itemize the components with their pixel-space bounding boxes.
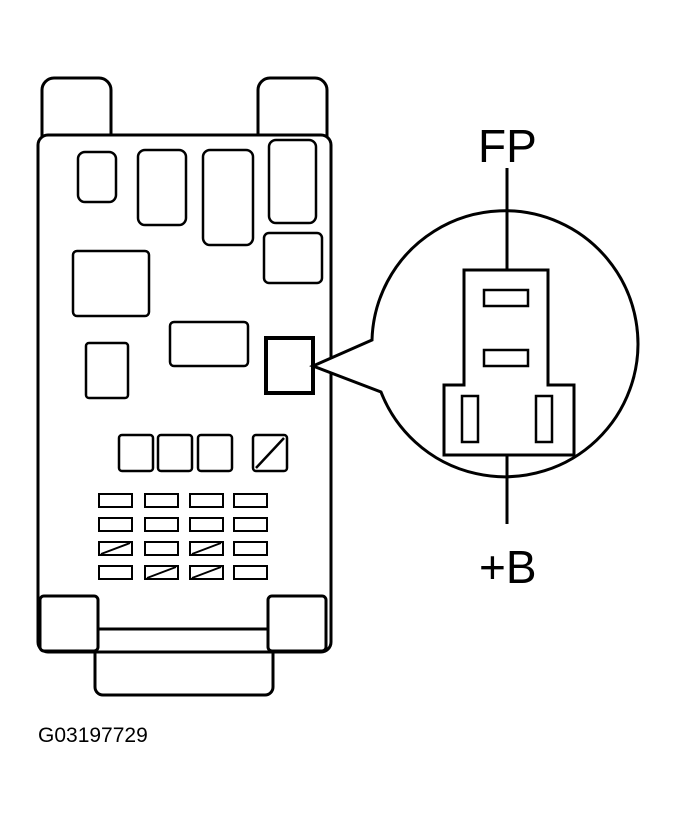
relay-slot — [267, 138, 318, 225]
relay-slot — [168, 320, 250, 368]
fuse-grid-slashes — [100, 542, 222, 579]
fuse-slot — [196, 433, 234, 473]
bottom-right-tab — [266, 594, 328, 653]
b-terminal — [482, 348, 530, 368]
relay-slot — [136, 148, 188, 227]
fuse-slot — [156, 433, 194, 473]
right-terminal — [534, 394, 554, 444]
relay-slot — [71, 249, 151, 318]
fp-terminal — [482, 288, 530, 308]
highlighted-relay — [264, 336, 315, 395]
b-label: +B — [479, 541, 537, 593]
bottom-left-tab — [38, 594, 100, 653]
fp-label: FP — [478, 120, 537, 172]
relay-slot — [262, 231, 324, 285]
figure-code: G03197729 — [38, 724, 148, 747]
relay-slot — [84, 341, 130, 400]
relay-slot — [201, 148, 255, 247]
relay-slot — [76, 150, 118, 204]
fuse-slot — [117, 433, 155, 473]
left-terminal — [460, 394, 480, 444]
fuse-slash — [255, 437, 285, 469]
